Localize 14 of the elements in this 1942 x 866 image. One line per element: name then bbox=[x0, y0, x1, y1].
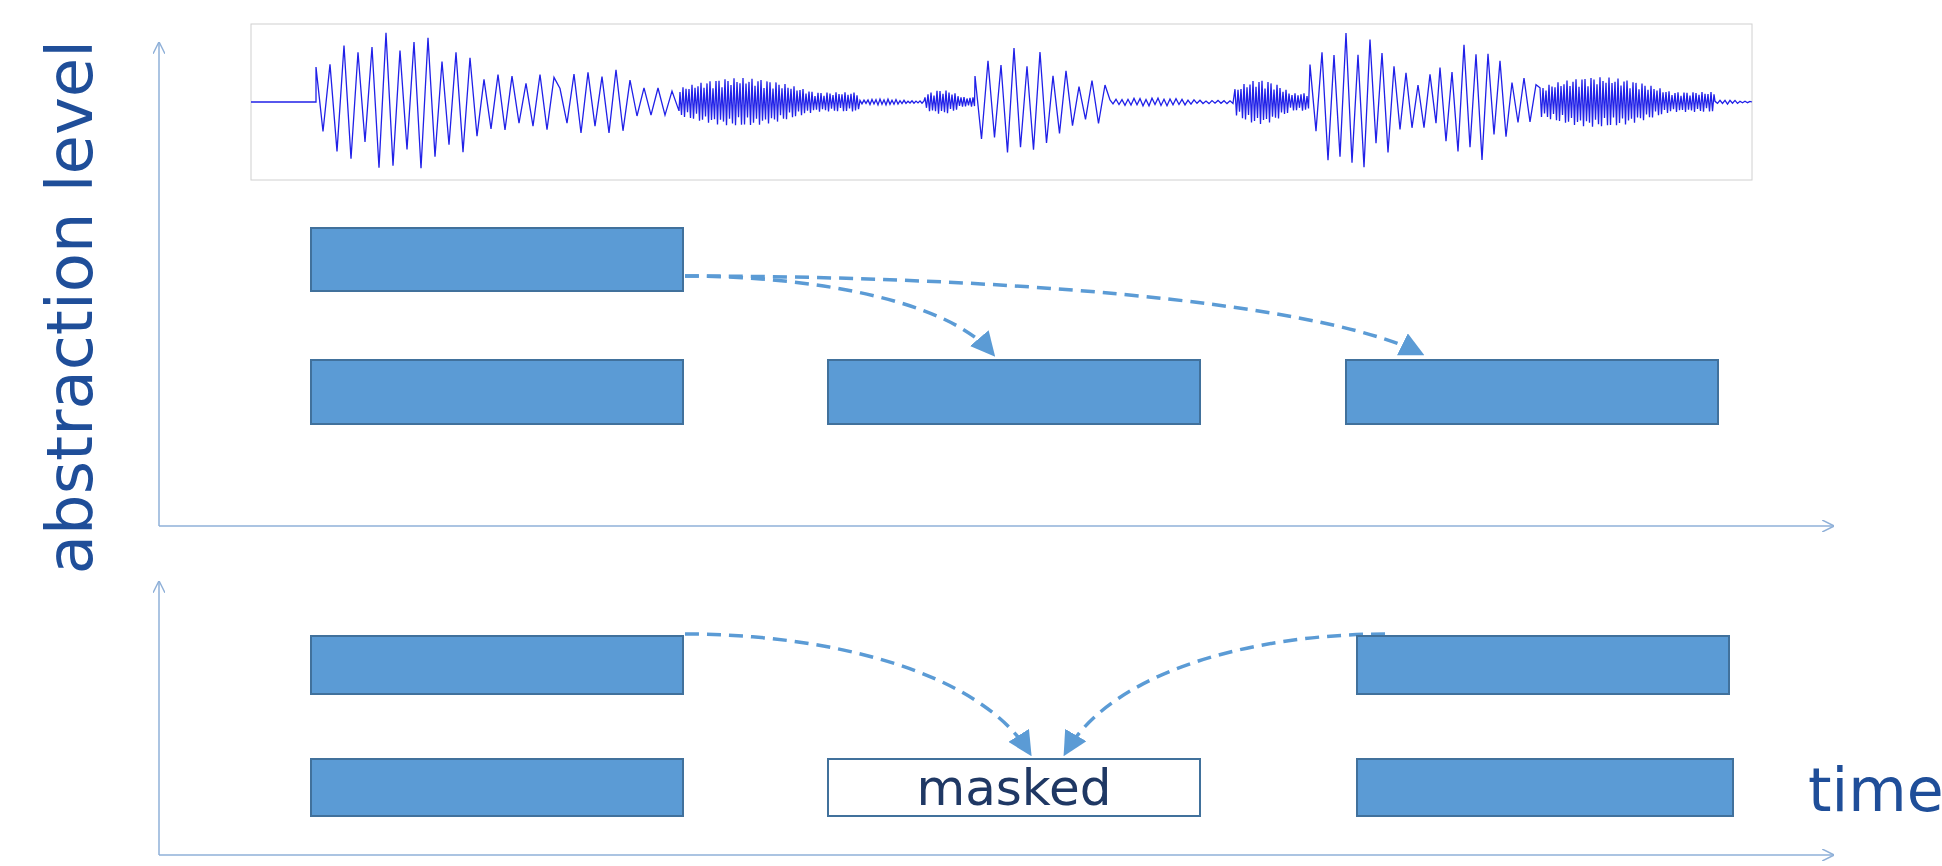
block bbox=[1356, 635, 1730, 695]
dashed-arrow bbox=[1063, 632, 1386, 756]
block bbox=[310, 359, 684, 425]
masked-block: masked bbox=[827, 758, 1201, 817]
block bbox=[827, 359, 1201, 425]
block bbox=[310, 758, 684, 817]
block bbox=[1345, 359, 1719, 425]
block bbox=[310, 227, 684, 292]
block bbox=[1356, 758, 1734, 817]
axis-title: time bbox=[1808, 760, 1942, 820]
block bbox=[310, 635, 684, 695]
dashed-arrow bbox=[684, 632, 1032, 756]
dashed-arrow bbox=[685, 274, 1425, 358]
axis-title: abstraction level bbox=[38, 40, 102, 575]
